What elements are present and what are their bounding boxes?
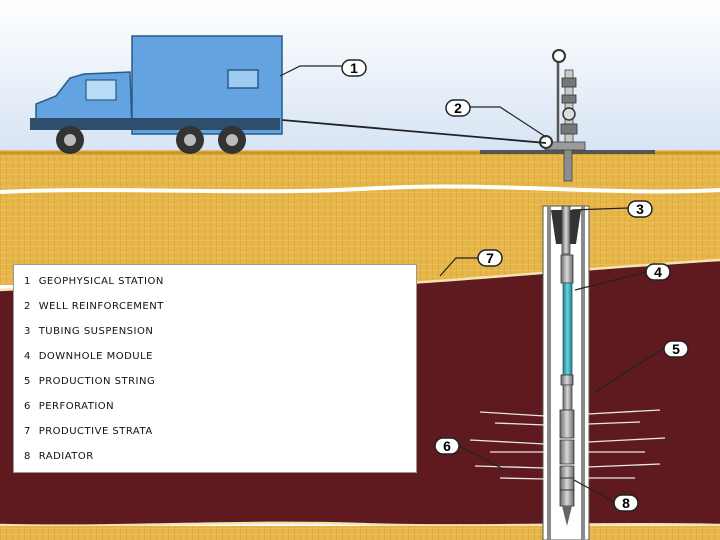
tool-joint-1 (561, 375, 573, 385)
callout-3: 3 (628, 201, 652, 217)
legend-item: 8 RADIATOR (24, 448, 416, 473)
legend-text: TUBING SUSPENSION (39, 326, 154, 337)
callout-6: 6 (435, 438, 459, 454)
bottom-soil (0, 526, 720, 540)
tool-segment-3 (560, 440, 574, 464)
legend-item: 1 GEOPHYSICAL STATION (24, 273, 416, 298)
valve-1 (562, 78, 576, 87)
legend-text: WELL REINFORCEMENT (39, 301, 164, 312)
legend-item: 5 PRODUCTION STRING (24, 373, 416, 398)
svg-text:8: 8 (622, 495, 630, 511)
tool-head (561, 255, 573, 283)
legend-text: PRODUCTION STRING (39, 376, 156, 387)
svg-text:7: 7 (486, 250, 494, 266)
callout-5: 5 (664, 341, 688, 357)
legend-item: 7 PRODUCTIVE STRATA (24, 423, 416, 448)
svg-text:4: 4 (654, 264, 662, 280)
valve-wheel (563, 108, 575, 120)
legend-num: 8 (24, 448, 35, 466)
legend-num: 3 (24, 323, 35, 341)
legend-text: DOWNHOLE MODULE (39, 351, 153, 362)
legend-num: 7 (24, 423, 35, 441)
svg-text:3: 3 (636, 201, 644, 217)
legend-item: 4 DOWNHOLE MODULE (24, 348, 416, 373)
valve-2 (562, 95, 576, 103)
tubing-upper (562, 206, 570, 254)
mast-top-sheave (553, 50, 565, 62)
legend-text: GEOPHYSICAL STATION (39, 276, 164, 287)
downhole-module (563, 283, 572, 375)
production-string (563, 385, 572, 410)
callout-7: 7 (478, 250, 502, 266)
valve-3 (561, 124, 577, 134)
legend-text: PERFORATION (39, 401, 114, 412)
legend-num: 5 (24, 373, 35, 391)
legend-box: 1 GEOPHYSICAL STATION 2 WELL REINFORCEME… (13, 264, 417, 473)
legend-num: 6 (24, 398, 35, 416)
svg-text:5: 5 (672, 341, 680, 357)
callout-8: 8 (614, 495, 638, 511)
legend-num: 1 (24, 273, 35, 291)
svg-text:6: 6 (443, 438, 451, 454)
casing-left (547, 206, 551, 540)
legend-text: PRODUCTIVE STRATA (39, 426, 153, 437)
legend-item: 2 WELL REINFORCEMENT (24, 298, 416, 323)
radiator (560, 466, 574, 506)
svg-text:2: 2 (454, 100, 462, 116)
svg-text:1: 1 (350, 60, 358, 76)
callout-4: 4 (646, 264, 670, 280)
legend-num: 4 (24, 348, 35, 366)
legend-item: 3 TUBING SUSPENSION (24, 323, 416, 348)
callout-2: 2 (446, 100, 470, 116)
tool-segment-2 (560, 410, 574, 438)
legend-item: 6 PERFORATION (24, 398, 416, 423)
callout-1: 1 (342, 60, 366, 76)
casing-right (581, 206, 585, 540)
legend-num: 2 (24, 298, 35, 316)
legend-text: RADIATOR (39, 451, 94, 462)
